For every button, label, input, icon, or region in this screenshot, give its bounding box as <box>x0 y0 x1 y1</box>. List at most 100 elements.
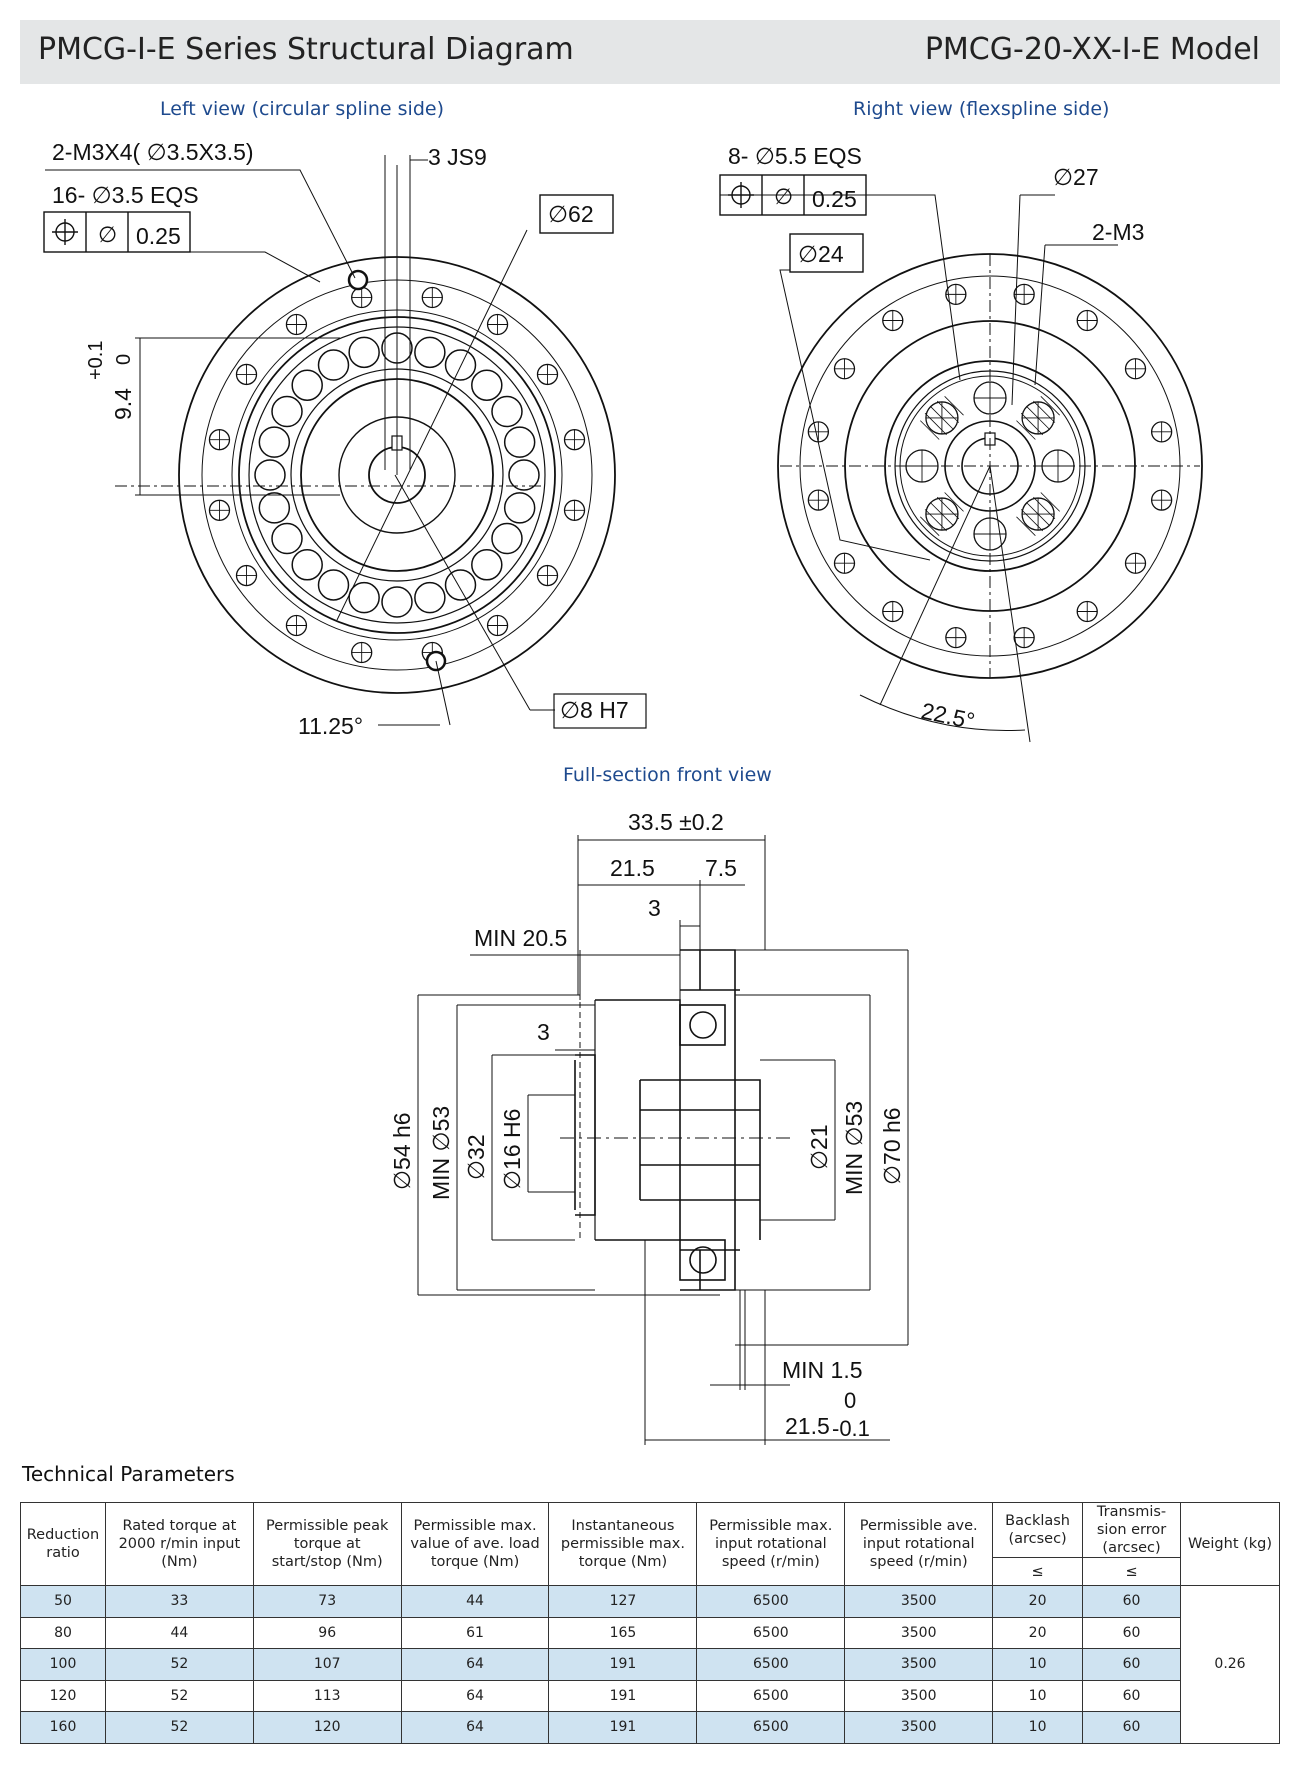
bearing-ball <box>381 586 413 618</box>
left-pcd-dim: ∅62 <box>548 201 594 227</box>
section-d3-dim: 3 <box>648 895 661 921</box>
section-dimension-lines <box>417 835 909 1445</box>
bearing-ball <box>444 349 477 381</box>
table-cell: 107 <box>252 1648 402 1681</box>
right-tol-value: 0.25 <box>812 186 857 212</box>
hole-hatch <box>944 492 964 512</box>
table-cell: 60 <box>1082 1616 1182 1649</box>
hole-hatch <box>1020 509 1044 532</box>
left-bearing-balls <box>254 332 540 618</box>
bearing-ball <box>503 492 536 524</box>
right-angle-dim: 22.5° <box>919 697 977 734</box>
table-cell: 100 <box>20 1648 106 1681</box>
table-cell: 10 <box>992 1711 1084 1744</box>
right-inner-holes <box>905 381 1075 551</box>
header-backlash-sub: ≤ <box>992 1557 1084 1586</box>
bearing-ball <box>414 336 446 369</box>
bearing-ball <box>291 549 323 581</box>
section-d1-dim: 21.5 <box>610 855 655 881</box>
section-min53-left-dim: MIN ∅53 <box>428 1106 454 1200</box>
left-holes-dim: 16- ∅3.5 EQS <box>52 182 199 208</box>
structural-drawings: 2-M3X4( ∅3.5X3.5) 3 JS9 16- ∅3.5 EQS ∅ 0… <box>43 139 1203 1445</box>
hole-hatch <box>930 406 954 430</box>
table-cell: 64 <box>400 1679 550 1712</box>
table-cell: 127 <box>548 1585 698 1618</box>
table-cell: 64 <box>400 1648 550 1681</box>
left-screw-dim: 2-M3X4( ∅3.5X3.5) <box>52 139 254 165</box>
section-view-drawing <box>560 949 790 1291</box>
bearing-ball <box>471 369 503 401</box>
table-cell: 44 <box>104 1616 254 1649</box>
header-rated-torque: Rated torque at 2000 r/min input (Nm) <box>104 1502 254 1586</box>
hole-hatch <box>920 420 940 440</box>
section-d32-dim: ∅32 <box>463 1134 489 1180</box>
header-weight: Weight (kg) <box>1180 1502 1280 1586</box>
table-cell: 52 <box>104 1711 254 1744</box>
table-cell: 60 <box>1082 1679 1182 1712</box>
header-ave-input-speed: Permissible ave. input rotational speed … <box>844 1502 994 1586</box>
section-od70-dim: ∅70 h6 <box>879 1107 905 1185</box>
left-bore-dim: ∅8 H7 <box>560 697 629 723</box>
hole-hatch <box>1033 496 1056 520</box>
left-key-tol-lower: 0 <box>113 354 135 365</box>
right-view-title: Right view (flexspline side) <box>853 98 1110 120</box>
hole-hatch <box>944 396 964 416</box>
bearing-ball <box>258 426 291 458</box>
table-cell: 6500 <box>696 1585 846 1618</box>
section-od54-dim: ∅54 h6 <box>389 1112 415 1190</box>
hole-hatch <box>924 509 947 532</box>
table-cell: 6500 <box>696 1616 846 1649</box>
right-view-leaders <box>720 194 1118 743</box>
bearing-ball <box>348 336 380 369</box>
table-cell: 191 <box>548 1679 698 1712</box>
bearing-ball <box>271 395 303 428</box>
header-ave-load-torque: Permissible max. value of ave. load torq… <box>400 1502 550 1586</box>
table-cell: 3500 <box>844 1585 994 1618</box>
bearing-ball <box>508 459 540 491</box>
right-pcd-outer-dim: ∅27 <box>1053 164 1099 190</box>
table-cell: 6500 <box>696 1648 846 1681</box>
table-cell: 160 <box>20 1711 106 1744</box>
hole-hatch <box>936 496 960 520</box>
table-cell: 44 <box>400 1585 550 1618</box>
section-min15-dim: MIN 1.5 <box>782 1357 863 1383</box>
table-title: Technical Parameters <box>22 1462 235 1486</box>
header-peak-torque: Permissible peak torque at start/stop (N… <box>252 1502 402 1586</box>
table-cell: 33 <box>104 1585 254 1618</box>
bearing-ball <box>503 426 536 458</box>
table-cell: 165 <box>548 1616 698 1649</box>
table-cell: 3500 <box>844 1711 994 1744</box>
bearing-ball <box>414 581 446 614</box>
technical-parameters-table: Reduction ratio Rated torque at 2000 r/m… <box>20 1502 1280 1744</box>
left-view-title: Left view (circular spline side) <box>160 98 444 120</box>
table-cell: 60 <box>1082 1711 1182 1744</box>
table-cell: 3500 <box>844 1679 994 1712</box>
bearing-ball <box>491 522 523 555</box>
table-cell: 60 <box>1082 1648 1182 1681</box>
left-keyway-dim: 3 JS9 <box>428 144 487 170</box>
section-d2-dim: 7.5 <box>705 855 737 881</box>
hole-hatch <box>1016 516 1036 536</box>
hole-hatch <box>930 502 954 526</box>
section-d16-dim: ∅16 H6 <box>499 1109 525 1190</box>
bearing-ball <box>444 569 477 601</box>
hole-hatch <box>1016 420 1036 440</box>
table-cell: 191 <box>548 1648 698 1681</box>
right-feature-control-frame <box>719 174 867 273</box>
hole-hatch <box>1026 406 1050 430</box>
page-title: PMCG-I-E Series Structural Diagram <box>38 32 574 67</box>
hole-hatch <box>936 400 960 423</box>
table-cell: 6500 <box>696 1711 846 1744</box>
table-cell: 3500 <box>844 1616 994 1649</box>
table-cell: 64 <box>400 1711 550 1744</box>
left-key-depth-dim: 9.4 <box>110 388 136 420</box>
table-cell: 80 <box>20 1616 106 1649</box>
section-tol-upper: 0 <box>844 1388 856 1413</box>
right-tol-symbol: ∅ <box>774 184 793 209</box>
header-transmission-sub: ≤ <box>1082 1557 1182 1586</box>
table-cell: 10 <box>992 1679 1084 1712</box>
table-cell: 6500 <box>696 1679 846 1712</box>
